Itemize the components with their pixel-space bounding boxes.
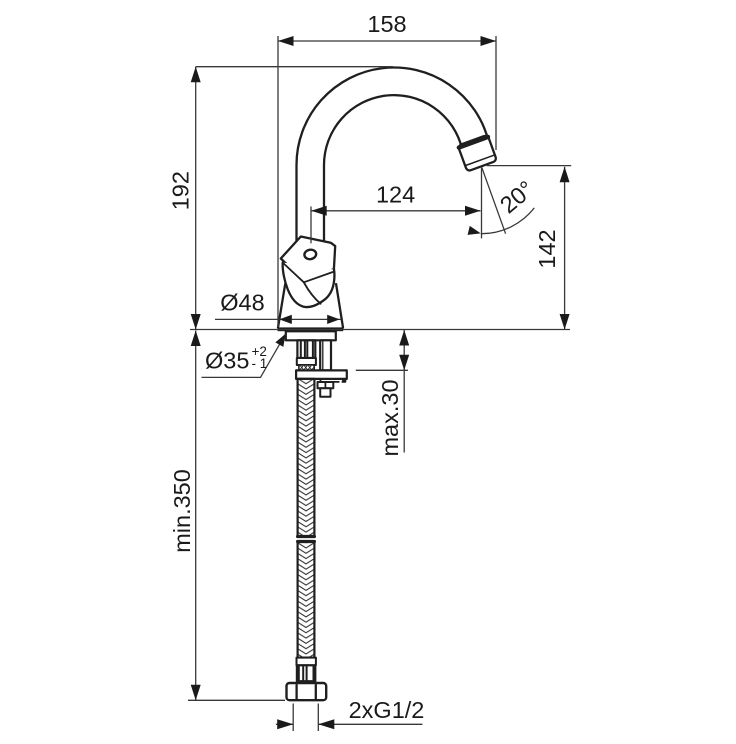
svg-text:2xG1/2: 2xG1/2 xyxy=(349,697,425,723)
svg-text:Ø48: Ø48 xyxy=(220,290,264,316)
svg-text:158: 158 xyxy=(367,11,406,37)
svg-text:min.350: min.350 xyxy=(169,469,195,553)
svg-text:max.30: max.30 xyxy=(377,379,403,456)
svg-text:192: 192 xyxy=(167,171,193,210)
svg-text:+2: +2 xyxy=(252,344,267,359)
svg-text:Ø35: Ø35 xyxy=(205,348,249,374)
svg-text:124: 124 xyxy=(376,182,415,208)
svg-text:- 1: - 1 xyxy=(252,356,268,371)
svg-text:142: 142 xyxy=(534,229,560,268)
